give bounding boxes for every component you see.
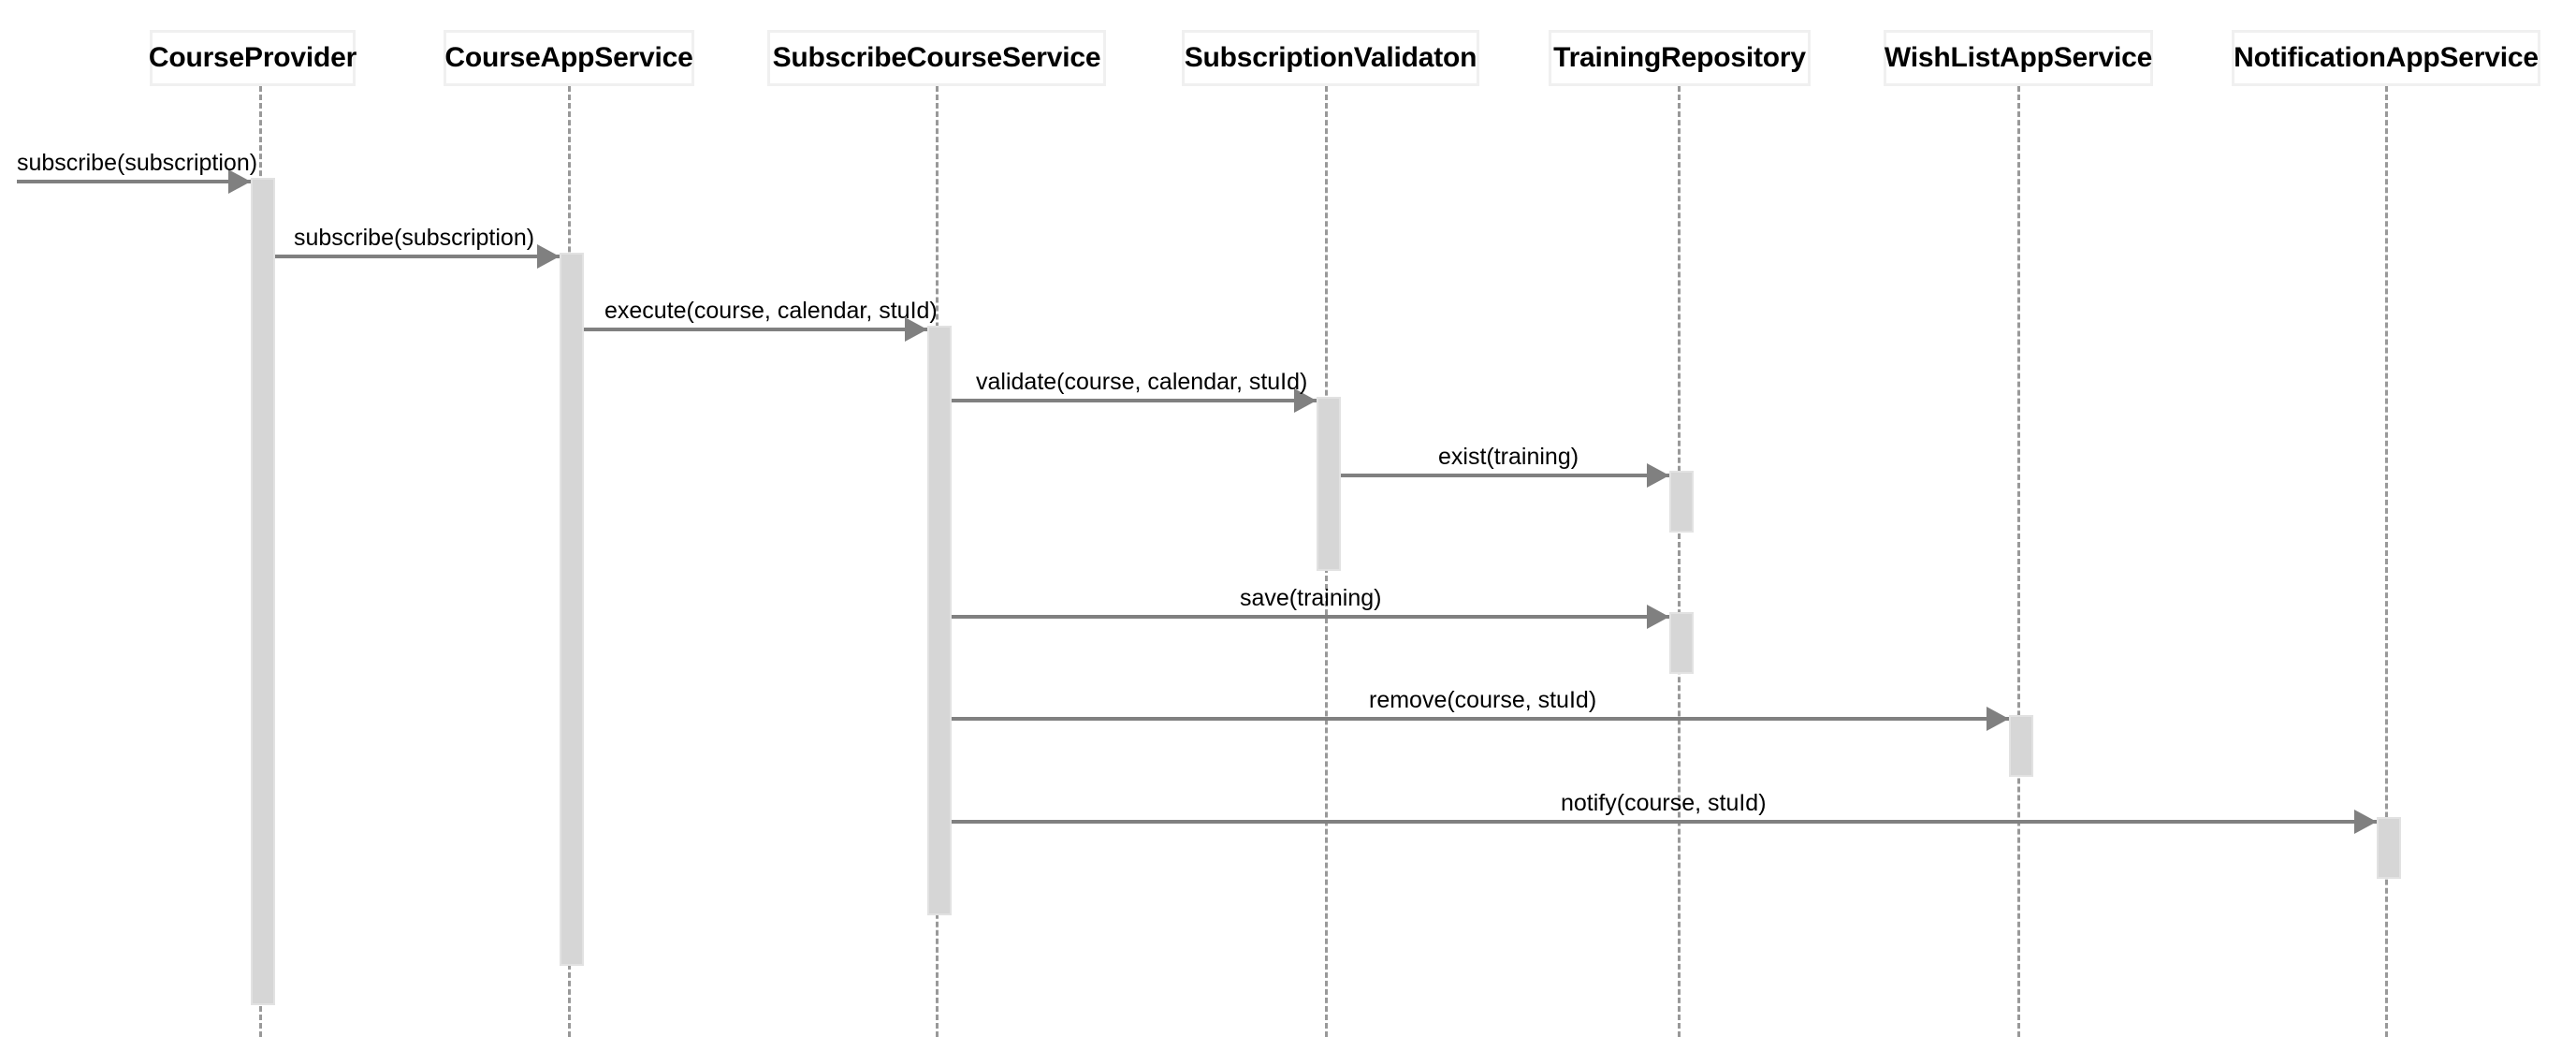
message-line bbox=[952, 399, 1317, 402]
arrowhead-icon bbox=[1647, 463, 1669, 488]
activation-bar-course-provider bbox=[251, 178, 275, 1005]
participant-subscribe-course-service[interactable]: SubscribeCourseService bbox=[767, 30, 1106, 86]
message-line bbox=[17, 180, 251, 183]
activation-bar-training-repository bbox=[1669, 471, 1694, 533]
lifeline-notification-app-service bbox=[2385, 86, 2388, 1037]
participant-subscription-validaton[interactable]: SubscriptionValidaton bbox=[1182, 30, 1479, 86]
message-line bbox=[275, 255, 560, 258]
activation-bar-notification-app-service bbox=[2377, 817, 2401, 879]
arrowhead-icon bbox=[228, 169, 251, 194]
participant-label: CourseAppService bbox=[444, 42, 693, 73]
message-label: subscribe(subscription) bbox=[17, 150, 258, 176]
message-line bbox=[952, 820, 2377, 824]
arrowhead-icon bbox=[1987, 707, 2009, 731]
message-line bbox=[1341, 474, 1669, 477]
message-label: remove(course, stuId) bbox=[1369, 687, 1597, 713]
arrowhead-icon bbox=[1294, 388, 1317, 413]
message-label: subscribe(subscription) bbox=[294, 225, 535, 251]
participant-course-app-service[interactable]: CourseAppService bbox=[444, 30, 694, 86]
arrowhead-icon bbox=[905, 317, 927, 342]
message-label: execute(course, calendar, stuId) bbox=[604, 298, 938, 324]
message-label: exist(training) bbox=[1438, 444, 1579, 470]
message-line bbox=[952, 717, 2009, 721]
activation-bar-subscription-validaton bbox=[1317, 397, 1341, 571]
message-label: validate(course, calendar, stuId) bbox=[976, 369, 1308, 395]
arrowhead-icon bbox=[2354, 810, 2377, 834]
participant-training-repository[interactable]: TrainingRepository bbox=[1549, 30, 1811, 86]
lifeline-wish-list-app-service bbox=[2017, 86, 2020, 1037]
participant-notification-app-service[interactable]: NotificationAppService bbox=[2232, 30, 2540, 86]
participant-course-provider[interactable]: CourseProvider bbox=[148, 30, 357, 86]
message-label: notify(course, stuId) bbox=[1561, 790, 1767, 816]
lifeline-training-repository bbox=[1678, 86, 1681, 1037]
participant-label: NotificationAppService bbox=[2234, 42, 2539, 73]
activation-bar-wish-list-app-service bbox=[2009, 715, 2033, 777]
participant-label: SubscriptionValidaton bbox=[1184, 42, 1477, 73]
activation-bar-course-app-service bbox=[560, 253, 584, 966]
participant-label: CourseProvider bbox=[148, 42, 357, 73]
participant-label: WishListAppService bbox=[1884, 42, 2153, 73]
arrowhead-icon bbox=[537, 244, 560, 269]
message-line bbox=[952, 615, 1669, 619]
activation-bar-subscribe-course-service bbox=[927, 326, 952, 915]
participant-label: SubscribeCourseService bbox=[772, 42, 1101, 73]
arrowhead-icon bbox=[1647, 605, 1669, 629]
activation-bar-training-repository bbox=[1669, 612, 1694, 674]
participant-wish-list-app-service[interactable]: WishListAppService bbox=[1884, 30, 2153, 86]
message-label: save(training) bbox=[1240, 585, 1382, 611]
message-line bbox=[584, 328, 927, 331]
participant-label: TrainingRepository bbox=[1553, 42, 1806, 73]
